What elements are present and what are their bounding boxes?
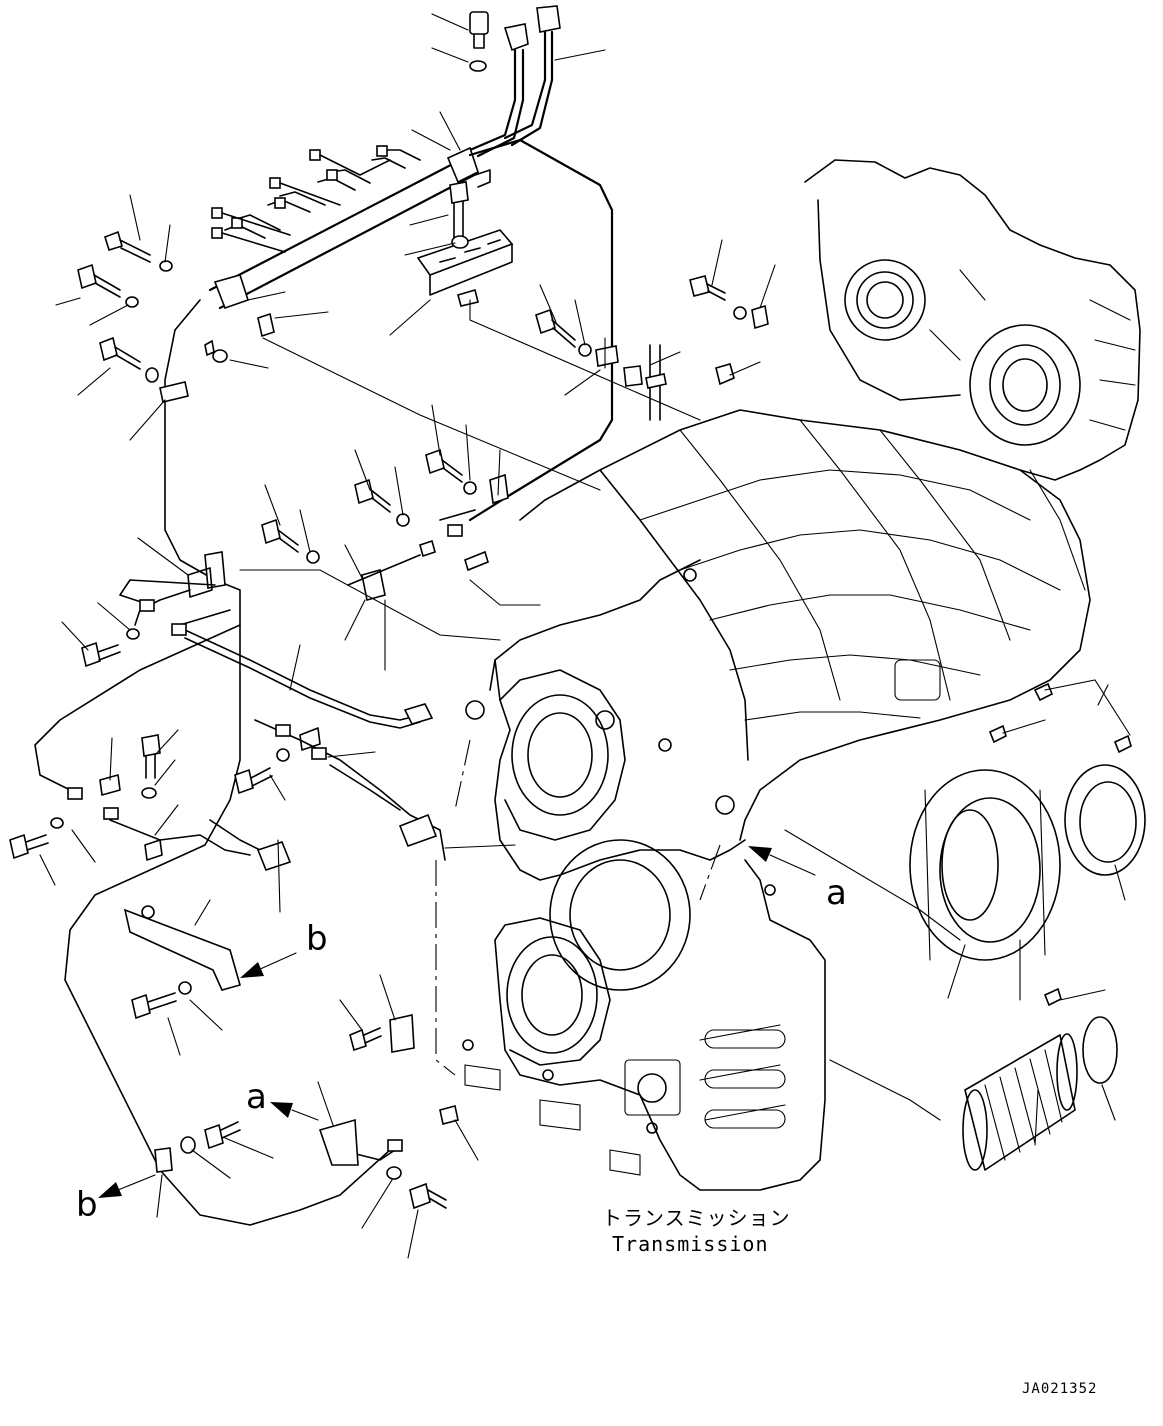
caption-english: Transmission xyxy=(612,1232,769,1256)
leader-lines xyxy=(39,13,1126,1259)
fasteners xyxy=(9,181,747,1210)
view-marker-a-lower: a xyxy=(246,1077,267,1117)
view-marker-b-lower: b xyxy=(76,1185,98,1225)
figure-code: JA021352 xyxy=(1022,1381,1098,1397)
view-marker-a-upper: a xyxy=(826,873,847,913)
caption-japanese: トランスミッション xyxy=(602,1206,791,1230)
view-arrows xyxy=(98,846,816,1198)
side-cover-parts xyxy=(784,679,1146,1171)
view-marker-b-upper: b xyxy=(306,919,328,959)
tube-assembly xyxy=(34,5,769,1226)
transmission-case xyxy=(435,159,1141,1191)
